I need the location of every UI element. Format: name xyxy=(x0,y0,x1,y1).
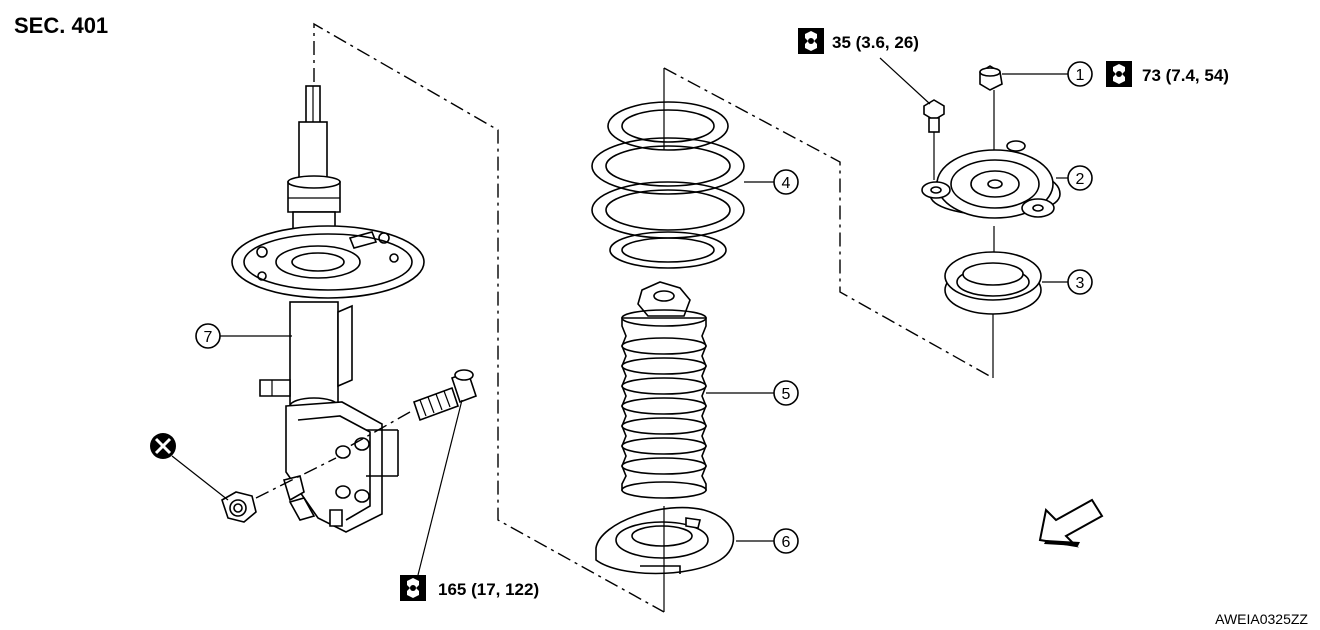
torque-wrench-icon xyxy=(400,575,426,601)
callout-2: 2 xyxy=(1056,165,1093,191)
callout-6: 6 xyxy=(736,528,799,554)
strut-assembly xyxy=(231,85,425,533)
lower-nut xyxy=(221,457,337,523)
svg-text:73 (7.4, 54): 73 (7.4, 54) xyxy=(1142,66,1229,85)
svg-text:7: 7 xyxy=(204,329,213,346)
mounting-bearing xyxy=(944,226,1042,378)
torque-label-top-nut: 73 (7.4, 54) xyxy=(1106,61,1229,87)
strut-mounting-insulator xyxy=(921,140,1061,219)
svg-text:5: 5 xyxy=(782,386,791,403)
svg-text:35 (3.6, 26): 35 (3.6, 26) xyxy=(832,33,919,52)
svg-text:2: 2 xyxy=(1076,171,1085,188)
coil-spring xyxy=(591,68,745,269)
torque-wrench-icon xyxy=(1106,61,1132,87)
svg-text:4: 4 xyxy=(782,175,791,192)
svg-text:6: 6 xyxy=(782,534,791,551)
callout-5: 5 xyxy=(706,380,799,406)
torque-wrench-icon xyxy=(798,28,824,54)
top-nut xyxy=(979,65,1068,150)
callout-7: 7 xyxy=(195,323,292,349)
do-not-reuse-icon xyxy=(150,433,229,501)
callout-4: 4 xyxy=(744,169,799,195)
upper-mount-bolt xyxy=(923,99,945,180)
lower-spring-seat xyxy=(595,506,735,612)
svg-text:3: 3 xyxy=(1076,275,1085,292)
bound-bumper-boot xyxy=(621,281,707,499)
callout-3: 3 xyxy=(1042,269,1093,295)
lower-mounting-bolt xyxy=(349,369,478,447)
assembly-boundary-lines xyxy=(313,22,994,613)
torque-label-lower-bolt: 165 (17, 122) xyxy=(400,399,539,601)
svg-text:165 (17, 122): 165 (17, 122) xyxy=(438,580,539,599)
svg-text:1: 1 xyxy=(1076,67,1085,84)
front-direction-arrow-icon xyxy=(1038,498,1104,548)
figure-code: AWEIA0325ZZ xyxy=(1215,611,1308,627)
section-title: SEC. 401 xyxy=(14,13,108,38)
callout-1: 1 xyxy=(1067,61,1093,87)
torque-label-upper-bolt: 35 (3.6, 26) xyxy=(798,28,931,105)
